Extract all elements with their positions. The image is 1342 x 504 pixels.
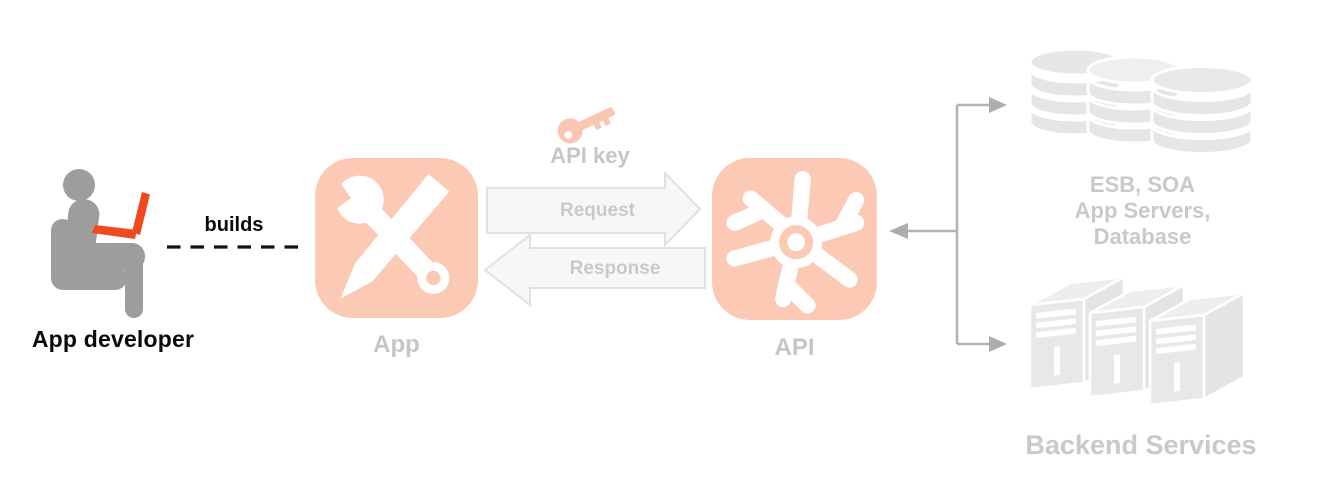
request-arrow <box>486 171 702 247</box>
request-label: Request <box>560 200 635 221</box>
app-label: App <box>373 331 420 358</box>
app-developer-label: App developer <box>31 326 195 352</box>
builds-dashed-line <box>167 245 305 249</box>
arrowhead-to-api <box>889 223 908 239</box>
backend-connector <box>889 97 1007 352</box>
backend-upper-line-3: Database <box>1093 224 1192 249</box>
api-asterisk-icon <box>726 170 865 314</box>
backend-lower-label: Backend Services <box>1025 430 1257 460</box>
wrench-pencil-icon <box>315 174 450 299</box>
api-key-label: API key <box>550 143 630 168</box>
api-label: API <box>774 334 815 361</box>
arrowhead-to-servers <box>989 336 1007 352</box>
backend-upper-line-2: App Servers, <box>1074 198 1211 223</box>
app-developer-icon <box>51 169 150 318</box>
response-label: Response <box>569 258 661 279</box>
laptop-icon <box>92 192 150 239</box>
backend-upper-line-1: ESB, SOA <box>1089 172 1196 197</box>
builds-label: builds <box>204 214 264 236</box>
database-stack-icon <box>1028 47 1254 155</box>
app-icon <box>315 158 478 318</box>
api-key-icon <box>557 107 615 144</box>
server-towers-icon <box>1028 275 1246 407</box>
response-arrow <box>483 232 706 308</box>
arrowhead-to-databases <box>989 97 1007 113</box>
api-icon <box>712 158 877 320</box>
backend-upper-label: ESB, SOA App Servers, Database <box>1060 172 1225 250</box>
